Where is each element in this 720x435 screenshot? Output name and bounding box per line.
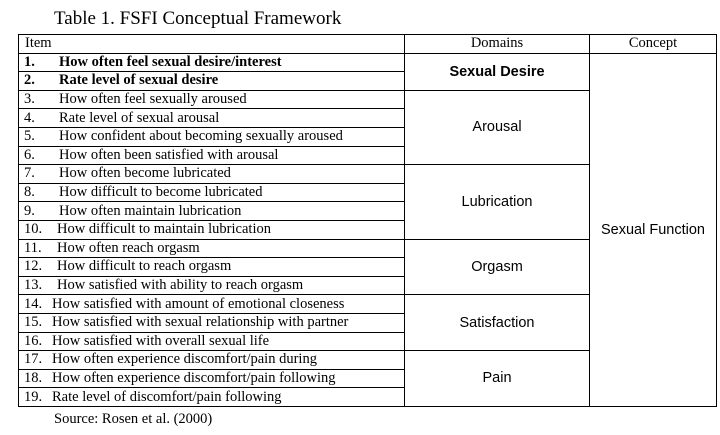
table-row: 8. How difficult to become lubricated (18, 182, 717, 203)
item-number: 1. (24, 53, 35, 70)
item-number: 14. (24, 295, 43, 312)
item-cell: 18. How often experience discomfort/pain … (18, 368, 405, 389)
domain-cell: Pain (404, 350, 590, 407)
item-number: 13. (24, 277, 43, 294)
table-row: 14. How satisfied with amount of emotiona… (18, 294, 717, 352)
item-text: Rate level of sexual arousal (59, 109, 220, 126)
item-text: Rate level of discomfort/pain following (52, 388, 282, 405)
item-number: 11. (24, 239, 42, 256)
item-text: How difficult to become lubricated (59, 184, 263, 201)
table-row: 10. How difficult to maintain lubrication (18, 219, 717, 240)
domain-cell: Lubrication (404, 164, 590, 240)
item-number: 18. (24, 369, 43, 386)
item-text: How often maintain lubrication (59, 202, 242, 219)
item-text: How difficult to maintain lubrication (57, 221, 271, 238)
item-text: How satisfied with overall sexual life (52, 332, 270, 349)
table-row: 18. How often experience discomfort/pain … (18, 368, 717, 389)
item-cell: 19. Rate level of discomfort/pain followi… (18, 387, 405, 407)
item-cell: 17. How often experience discomfort/pain … (18, 350, 405, 370)
item-text: How often become lubricated (59, 165, 231, 182)
item-number: 10. (24, 221, 43, 238)
item-text: How often experience discomfort/pain dur… (52, 351, 317, 368)
item-text: How often been satisfied with arousal (59, 146, 279, 163)
source-note: Source: Rosen et al. (2000) (54, 411, 213, 427)
domain-cell: Satisfaction (404, 294, 590, 352)
item-number: 17. (24, 351, 43, 368)
item-cell: 3. How often feel sexually aroused (18, 89, 405, 110)
table-row: 11. How often reach orgasm Orgasm (18, 238, 717, 296)
item-cell: 4. Rate level of sexual arousal (18, 108, 405, 128)
item-number: 2. (24, 72, 35, 89)
table-row: 15. How satisfied with sexual relationshi… (18, 312, 717, 333)
item-cell: 16. How satisfied with overall sexual lif… (18, 331, 405, 352)
item-text: How often experience discomfort/pain fol… (52, 369, 336, 386)
item-number: 16. (24, 332, 43, 349)
item-cell: 2. Rate level of sexual desire (18, 71, 405, 91)
domain-cell: Arousal (404, 89, 590, 166)
table-row: 19. Rate level of discomfort/pain followi… (18, 387, 717, 407)
item-number: 4. (24, 109, 35, 126)
item-number: 6. (24, 146, 35, 163)
item-text: How satisfied with ability to reach orga… (57, 277, 304, 294)
header-item: Item (18, 34, 405, 54)
item-cell: 12. How difficult to reach orgasm (18, 257, 405, 277)
item-number: 19. (24, 388, 43, 405)
item-cell: 6. How often been satisfied with arousal (18, 145, 405, 166)
item-text: How satisfied with amount of emotional c… (52, 295, 345, 312)
item-text: How often feel sexually aroused (59, 91, 247, 108)
item-cell: 11. How often reach orgasm (18, 238, 405, 259)
table-row: 7. How often become lubricated Lubricatio… (18, 164, 717, 240)
header-concept: Concept (589, 34, 717, 54)
item-cell: 13. How satisfied with ability to reach o… (18, 275, 405, 296)
item-number: 9. (24, 202, 35, 219)
table-row: 13. How satisfied with ability to reach o… (18, 275, 717, 296)
header-row: Item Domains Concept (18, 34, 717, 54)
item-cell: 1. How often feel sexual desire/interest (18, 52, 405, 73)
table-row: 4. Rate level of sexual arousal (18, 108, 717, 128)
item-text: How difficult to reach orgasm (57, 258, 232, 275)
item-text: How confident about becoming sexually ar… (59, 128, 343, 145)
table-row: 12. How difficult to reach orgasm (18, 257, 717, 277)
domain-cell: Sexual Desire (404, 52, 590, 91)
table-row: 17. How often experience discomfort/pain … (18, 350, 717, 407)
item-number: 12. (24, 258, 43, 275)
fsfi-table: Item Domains Concept 1. How often feel se… (18, 34, 717, 407)
item-number: 3. (24, 91, 35, 108)
item-text: Rate level of sexual desire (59, 72, 219, 89)
fsfi-table-container: Item Domains Concept 1. How often feel se… (18, 34, 717, 407)
item-number: 7. (24, 165, 35, 182)
domain-cell: Orgasm (404, 238, 590, 296)
table-row: 1.How often feel sexual desire/interest … (18, 52, 717, 407)
item-cell: 9. How often maintain lubrication (18, 201, 405, 221)
item-cell: 14. How satisfied with amount of emotiona… (18, 294, 405, 314)
header-domains: Domains (404, 34, 590, 54)
item-text: How often feel sexual desire/interest (59, 53, 282, 70)
item-cell: 8. How difficult to become lubricated (18, 182, 405, 203)
item-cell: 7. How often become lubricated (18, 164, 405, 184)
item-text: How often reach orgasm (57, 239, 200, 256)
table-row: 16. How satisfied with overall sexual lif… (18, 331, 717, 352)
item-number: 8. (24, 184, 35, 201)
item-number: 15. (24, 314, 43, 331)
concept-cell: Sexual Function (589, 52, 717, 407)
item-text: How satisfied with sexual relationship w… (52, 314, 349, 331)
item-cell: 5. How confident about becoming sexually … (18, 126, 405, 147)
table-row: 3. How often feel sexually aroused Arousa… (18, 89, 717, 166)
table-caption: Table 1. FSFI Conceptual Framework (54, 8, 342, 29)
item-number: 5. (24, 128, 35, 145)
item-cell: 15. How satisfied with sexual relationshi… (18, 312, 405, 333)
item-cell: 10. How difficult to maintain lubrication (18, 219, 405, 240)
